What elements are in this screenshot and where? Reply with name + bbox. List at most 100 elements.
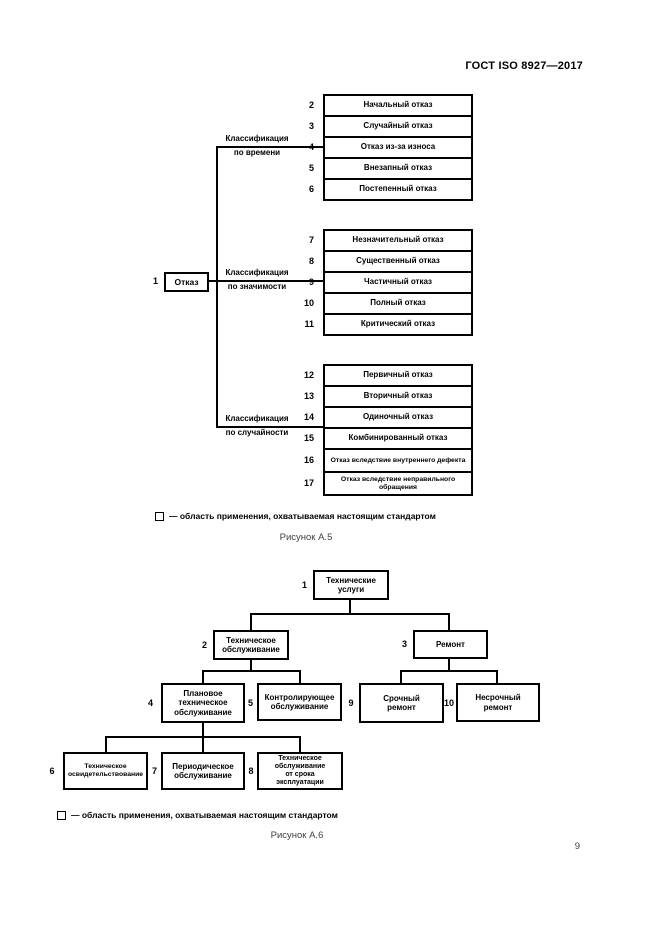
a5-node-box: Критический отказ xyxy=(323,313,473,336)
a6-figure-caption: Рисунок А.6 xyxy=(270,830,324,841)
a5-node-box: Внезапный отказ xyxy=(323,157,473,180)
a5-legend-text: — область применения, охватываемая насто… xyxy=(169,511,436,521)
a6-connector-line xyxy=(202,670,301,672)
a5-node-box: Первичный отказ xyxy=(323,364,473,387)
a6-connector-line xyxy=(202,736,204,752)
a5-trunk-line xyxy=(216,146,218,428)
a5-node-number: 15 xyxy=(303,433,314,443)
a6-connector-line xyxy=(496,670,498,683)
a6-node-repair: Ремонт xyxy=(413,630,488,659)
a5-node-number: 7 xyxy=(308,235,314,245)
a6-node-technical-services: Технические услуги xyxy=(313,570,389,600)
a6-connector-line xyxy=(400,670,402,683)
a6-connector-line xyxy=(250,613,252,630)
a5-node-number: 8 xyxy=(308,256,314,266)
a6-node-number: 5 xyxy=(247,698,253,708)
a5-node-box: Случайный отказ xyxy=(323,115,473,138)
a6-node-number: 3 xyxy=(401,639,407,649)
a6-node-maintenance: Техническое обслуживание xyxy=(213,630,289,660)
a5-node-box: Незначительный отказ xyxy=(323,229,473,252)
a5-root-number: 1 xyxy=(152,276,158,286)
a6-connector-line xyxy=(349,600,351,615)
a6-connector-line xyxy=(448,613,450,630)
a5-node-box: Одиночный отказ xyxy=(323,406,473,429)
a5-node-number: 6 xyxy=(308,184,314,194)
a5-figure-caption: Рисунок А.5 xyxy=(279,532,333,543)
a5-branch-label-randomness-2: по случайности xyxy=(225,428,289,437)
a6-node-label: Несрочный ремонт xyxy=(475,693,521,712)
a6-node-number: 1 xyxy=(301,580,307,590)
a6-node-number: 7 xyxy=(151,766,157,776)
a5-node-box: Отказ из-за износа xyxy=(323,136,473,159)
a6-connector-line xyxy=(448,659,450,672)
a5-node-box: Отказ вследствие неправильного обращения xyxy=(323,471,473,496)
a5-node-number: 13 xyxy=(303,391,314,401)
a6-node-number: 8 xyxy=(248,766,254,776)
a6-node-technical-inspection: Техническое освидетельствование xyxy=(63,752,148,790)
a5-node-box: Начальный отказ xyxy=(323,94,473,117)
a5-branch-line-randomness xyxy=(216,426,323,428)
a6-node-urgent-repair: Срочный ремонт xyxy=(359,683,444,723)
a6-legend-text: — область применения, охватываемая насто… xyxy=(71,810,338,820)
a6-node-non-urgent-repair: Несрочный ремонт xyxy=(456,683,540,722)
a5-branch-label-significance-1: Классификация xyxy=(225,268,289,277)
a6-node-number: 10 xyxy=(443,698,454,708)
a6-node-label: Техническое обслуживание xyxy=(222,635,280,654)
a6-connector-line xyxy=(105,736,107,752)
a5-node-number: 5 xyxy=(308,163,314,173)
a5-node-number: 11 xyxy=(304,319,314,329)
a5-node-number: 14 xyxy=(303,412,314,422)
a6-connector-line xyxy=(250,613,450,615)
a5-node-number: 3 xyxy=(308,121,314,131)
a6-node-service-by-operating-time: Техническое обслуживание от срока эксплу… xyxy=(257,752,343,790)
a5-node-box: Вторичный отказ xyxy=(323,385,473,408)
a6-node-number: 4 xyxy=(147,698,153,708)
a5-node-box: Постепенный отказ xyxy=(323,178,473,201)
a6-legend-scope-square-icon xyxy=(57,811,66,820)
a5-branch-label-significance-2: по значимости xyxy=(227,282,287,291)
a5-node-number: 16 xyxy=(303,455,314,465)
a6-node-monitoring-service: Контролирующее обслуживание xyxy=(257,683,342,721)
a5-group-randomness: Первичный отказ Вторичный отказ Одиночны… xyxy=(323,364,473,496)
a6-connector-line xyxy=(202,723,204,738)
a5-node-box: Полный отказ xyxy=(323,292,473,315)
a5-node-number: 9 xyxy=(308,277,314,287)
a6-node-number: 9 xyxy=(348,698,354,708)
a5-branch-label-time-1: Классификация xyxy=(225,134,289,143)
a6-node-label: Контролирующее обслуживание xyxy=(264,692,335,711)
a5-group-time: Начальный отказ Случайный отказ Отказ из… xyxy=(323,94,473,201)
a5-root-box: Отказ xyxy=(164,272,209,292)
a6-connector-line xyxy=(299,736,301,752)
a5-branch-line-time xyxy=(216,146,323,148)
a5-branch-label-time-2: по времени xyxy=(233,148,281,157)
a6-node-label: Технические услуги xyxy=(326,575,376,594)
a5-node-box: Существенный отказ xyxy=(323,250,473,273)
a5-group-significance: Незначительный отказ Существенный отказ … xyxy=(323,229,473,336)
a5-node-label: Отказ вследствие внутреннего дефекта xyxy=(330,456,466,464)
page-number: 9 xyxy=(574,841,580,852)
a5-node-number: 2 xyxy=(308,100,314,110)
a6-node-label: Срочный ремонт xyxy=(383,693,420,712)
a5-branch-label-randomness-1: Классификация xyxy=(225,414,289,423)
a5-node-number: 12 xyxy=(303,370,314,380)
a6-node-planned-maintenance: Плановое техническое обслуживание xyxy=(161,683,245,723)
a5-branch-line-significance xyxy=(209,280,323,282)
a6-node-label: Техническое обслуживание от срока эксплу… xyxy=(274,754,326,787)
a5-node-number: 10 xyxy=(303,298,314,308)
a5-legend-scope-square-icon xyxy=(155,512,164,521)
a6-connector-line xyxy=(202,670,204,683)
a6-node-label: Плановое техническое обслуживание xyxy=(174,688,232,717)
page-header-title: ГОСТ ISO 8927—2017 xyxy=(465,60,583,72)
a6-node-number: 2 xyxy=(201,640,207,650)
a5-node-box: Отказ вследствие внутреннего дефекта xyxy=(323,448,473,473)
a5-node-number: 4 xyxy=(308,142,314,152)
a5-node-box: Частичный отказ xyxy=(323,271,473,294)
a5-node-label: Отказ вследствие неправильного обращения xyxy=(340,476,456,491)
a6-connector-line xyxy=(400,670,498,672)
a5-node-number: 17 xyxy=(303,478,314,488)
a6-connector-line xyxy=(299,670,301,683)
a6-node-label: Техническое освидетельствование xyxy=(67,762,144,778)
a6-node-number: 6 xyxy=(49,766,55,776)
a6-node-periodic-service: Периодическое обслуживание xyxy=(161,752,245,790)
